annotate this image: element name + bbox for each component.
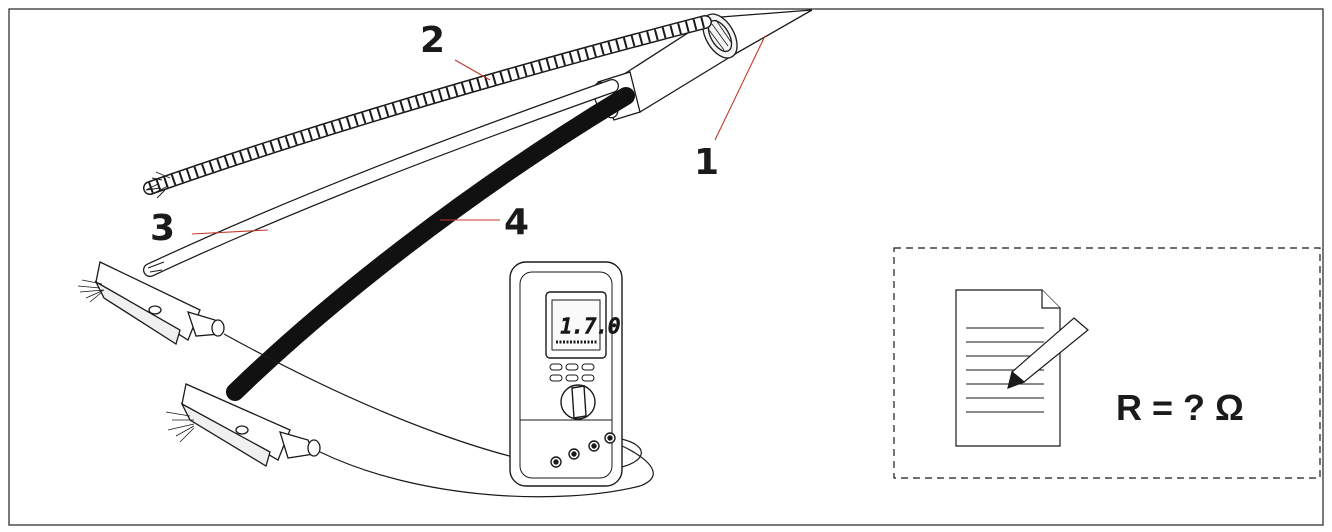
callout-2: 2 xyxy=(420,20,445,61)
alligator-clip-upper xyxy=(77,261,225,346)
result-box: R = ? Ω xyxy=(893,247,1321,479)
resistance-formula: R = ? Ω xyxy=(1116,387,1244,428)
white-insulated-wire xyxy=(143,79,619,277)
black-insulated-wire xyxy=(226,87,635,401)
leader-1 xyxy=(714,35,766,141)
leader-lines xyxy=(191,35,766,235)
multimeter-buttons xyxy=(549,363,595,382)
callout-3: 3 xyxy=(150,208,175,249)
multimeter-reading: 1.7.0 xyxy=(560,314,620,338)
callout-4: 4 xyxy=(504,202,529,243)
braided-shield xyxy=(143,15,712,199)
alligator-clip-lower xyxy=(165,383,321,467)
callout-1: 1 xyxy=(694,142,719,183)
multimeter: 1.7.0 xyxy=(509,261,623,487)
leader-2 xyxy=(454,59,491,81)
document-with-pencil-icon xyxy=(955,289,1089,447)
diagram-frame xyxy=(8,8,1324,526)
leader-3 xyxy=(191,229,269,235)
